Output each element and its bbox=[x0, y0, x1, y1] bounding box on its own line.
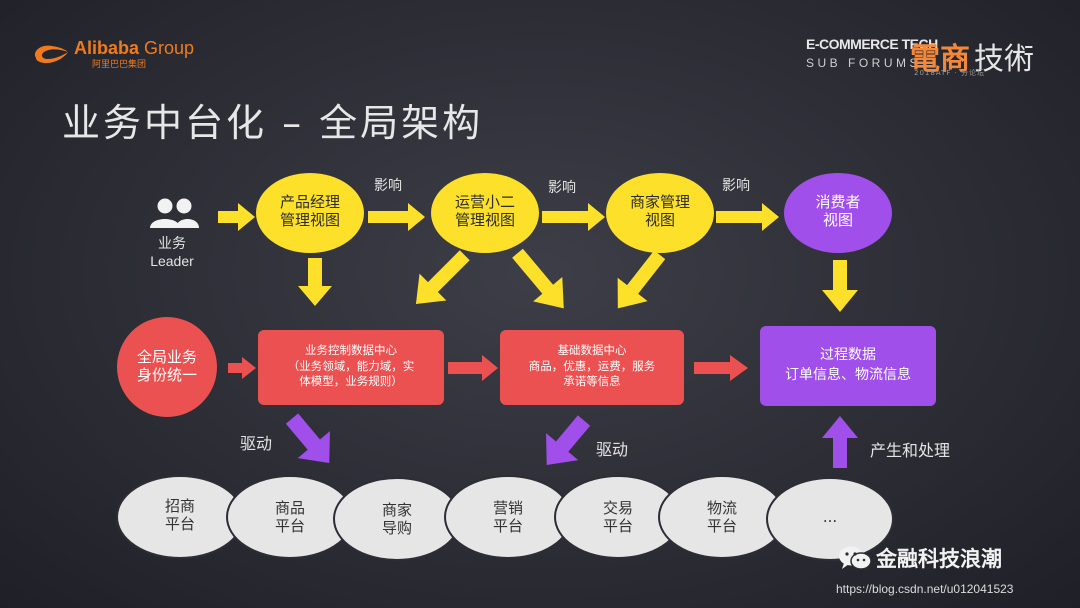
platform-label-1: 招商平台 bbox=[164, 497, 195, 533]
platform-label-4: 营销平台 bbox=[492, 499, 523, 535]
arrow-ops-to-merchant bbox=[542, 203, 605, 231]
view-node-merchant bbox=[606, 173, 714, 253]
view-consumer-label: 消费者视图 bbox=[815, 193, 861, 229]
arrow-identity-to-control bbox=[228, 357, 256, 379]
platform-label-7: ... bbox=[822, 508, 838, 526]
logo-sub: 阿里巴巴集团 bbox=[92, 60, 147, 70]
platform-nodes bbox=[116, 475, 894, 561]
arrow-control-to-base bbox=[448, 355, 498, 381]
produce-label: 产生和处理 bbox=[869, 441, 950, 460]
arrow-drive-right bbox=[546, 415, 591, 465]
forum-cn-1: 電商 bbox=[910, 42, 970, 77]
page-title: 业务中台化 – 全局架构 bbox=[62, 101, 484, 145]
arrow-pm-down bbox=[298, 258, 332, 306]
view-node-pm bbox=[256, 173, 364, 253]
influence-label-1: 影响 bbox=[374, 178, 402, 194]
forum-line1: E-COMMERCE TECH bbox=[806, 36, 938, 52]
control-center-label: 业务控制数据中心 （业务领域，能力域，实 体模型，业务规则） bbox=[287, 343, 415, 389]
arrow-base-to-process bbox=[694, 355, 748, 381]
logo-group: Group bbox=[144, 38, 195, 58]
arrow-ops-downleft bbox=[415, 250, 470, 305]
arrow-actor-to-pm bbox=[218, 203, 255, 231]
platform-node-7 bbox=[766, 477, 894, 561]
watermark-name: 金融科技浪潮 bbox=[876, 547, 1002, 571]
watermark-url: https://blog.csdn.net/u012041523 bbox=[836, 582, 1014, 596]
arrow-pm-to-ops bbox=[368, 203, 425, 231]
actor-label: 业务 Leader bbox=[150, 236, 194, 269]
drive-label-right: 驱动 bbox=[595, 440, 628, 459]
forum-date: 2018ATF · 分论坛 bbox=[914, 69, 986, 77]
wechat-icon bbox=[839, 546, 872, 570]
platform-label-6: 物流平台 bbox=[706, 499, 737, 535]
platform-label-5: 交易平台 bbox=[602, 499, 633, 535]
arrow-ops-downright bbox=[512, 248, 564, 309]
view-pm-label: 产品经理管理视图 bbox=[279, 193, 340, 229]
horizontal-arrows bbox=[218, 203, 858, 312]
identity-label: 全局业务身份统一 bbox=[136, 348, 197, 384]
arrow-merchant-downleft bbox=[617, 250, 666, 309]
view-node-consumer bbox=[784, 173, 892, 253]
arrow-merchant-to-consumer bbox=[716, 203, 779, 231]
influence-label-2: 影响 bbox=[548, 180, 576, 196]
alibaba-smile-icon bbox=[34, 45, 68, 64]
arrow-drive-left bbox=[285, 413, 330, 463]
users-icon bbox=[150, 198, 199, 228]
drive-label-left: 驱动 bbox=[239, 434, 272, 453]
control-center-node bbox=[258, 330, 444, 405]
influence-label-3: 影响 bbox=[722, 178, 750, 194]
logo-text: Alibaba bbox=[74, 38, 140, 58]
base-center-node bbox=[500, 330, 684, 405]
process-data-node bbox=[760, 326, 936, 406]
arrow-produce-up bbox=[822, 416, 858, 468]
view-ops-label: 运营小二管理视图 bbox=[454, 193, 515, 229]
forum-branding: E-COMMERCE TECH SUB FORUMS 電商 技術 2018ATF… bbox=[806, 36, 1051, 84]
view-nodes bbox=[256, 173, 892, 253]
forum-line2: SUB FORUMS bbox=[806, 56, 922, 70]
view-node-ops bbox=[431, 173, 539, 253]
platform-label-3: 商家导购 bbox=[381, 501, 412, 537]
arrow-consumer-down bbox=[822, 260, 858, 312]
forum-cn-2: 技術 bbox=[974, 42, 1034, 77]
view-merchant-label: 商家管理视图 bbox=[629, 193, 690, 229]
alibaba-logo: Alibaba Group 阿里巴巴集团 bbox=[30, 38, 205, 70]
identity-node bbox=[117, 317, 217, 417]
base-center-label: 基础数据中心 商品，优惠，运费，服务 承诺等信息 bbox=[528, 343, 656, 389]
platform-label-2: 商品平台 bbox=[274, 499, 305, 535]
process-data-label: 过程数据 订单信息、物流信息 bbox=[785, 347, 911, 383]
